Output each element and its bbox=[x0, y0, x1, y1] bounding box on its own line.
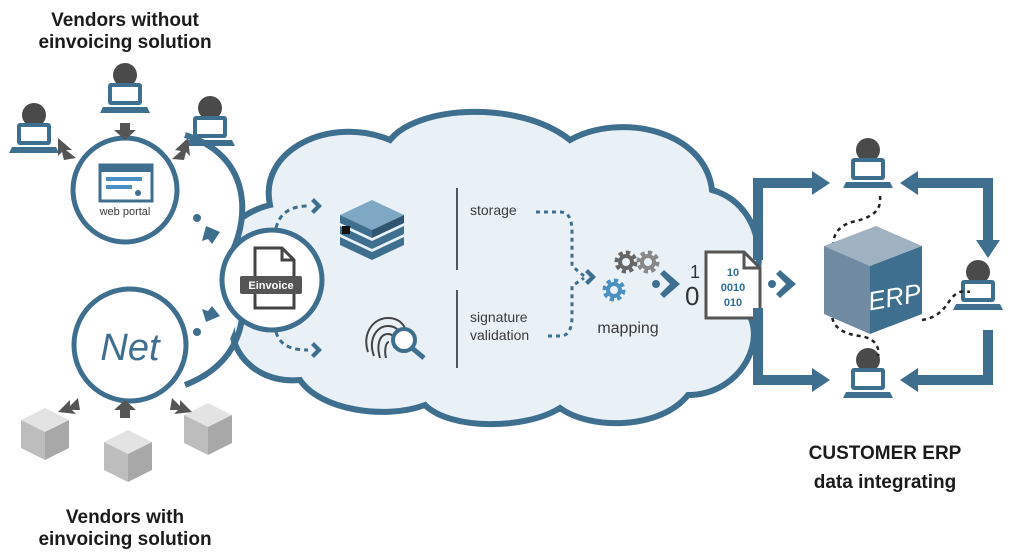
erp-computer-user-icon-right bbox=[953, 260, 1003, 310]
vendors-with-line2: einvoicing solution bbox=[38, 529, 212, 551]
binary-row-1: 10 bbox=[727, 267, 739, 279]
vendor-package-box-icon-left bbox=[21, 408, 69, 460]
mapping-to-binary-arrow-icon bbox=[652, 270, 680, 298]
vendor-arrow-icons-top bbox=[58, 123, 190, 160]
einvoice-label: Einvoice bbox=[248, 280, 293, 292]
erp-link-bottom bbox=[830, 309, 880, 357]
binary-one-label: 1 bbox=[690, 262, 700, 282]
vendor-package-box-icon-right bbox=[184, 403, 232, 455]
web-portal-node: web portal bbox=[70, 135, 180, 245]
vendors-without-line1: Vendors without bbox=[51, 10, 199, 31]
fingerprint-search-icon bbox=[365, 316, 426, 360]
storage-connector bbox=[536, 210, 585, 278]
database-stack-icon bbox=[340, 200, 404, 260]
vendor-computer-user-icon-top bbox=[100, 63, 150, 113]
net-node: Net bbox=[71, 286, 189, 404]
binary-file-icon: 1 0 10 0010 010 bbox=[685, 250, 762, 320]
vendors-without-heading: Vendors without einvoicing solution bbox=[0, 10, 250, 55]
erp-computer-user-icon-bottom bbox=[843, 348, 893, 398]
erp-frame-arrowheads bbox=[812, 171, 1000, 392]
vendor-arrow-icons-bottom bbox=[58, 398, 192, 418]
vendor-computer-user-icon-left bbox=[9, 103, 59, 153]
customer-erp-heading: CUSTOMER ERP data integrating bbox=[770, 440, 1000, 497]
erp-link-top bbox=[832, 195, 882, 247]
einvoice-to-signature-dashed-arrow bbox=[274, 331, 309, 352]
vendors-with-heading: Vendors with einvoicing solution bbox=[0, 507, 250, 552]
signature-connector bbox=[548, 276, 585, 338]
vendor-package-box-icon-middle bbox=[104, 430, 152, 482]
erp-computer-user-icon-top bbox=[843, 138, 893, 188]
erp-cube-icon: ERP bbox=[824, 226, 924, 334]
customer-erp-line1: CUSTOMER ERP bbox=[808, 443, 962, 464]
einvoice-to-storage-dashed-arrow bbox=[274, 204, 309, 229]
cloud-shape bbox=[212, 108, 762, 428]
binary-row-3: 010 bbox=[724, 297, 742, 309]
einvoice-node: Einvoice bbox=[219, 227, 325, 333]
signature-label: signature bbox=[470, 309, 528, 325]
validation-label: validation bbox=[470, 327, 529, 343]
vendors-without-line2: einvoicing solution bbox=[38, 32, 212, 54]
vendors-with-line1: Vendors with bbox=[65, 507, 185, 528]
net-to-einvoice-arrow-icon bbox=[193, 306, 220, 336]
mapping-label: mapping bbox=[597, 320, 658, 337]
web-portal-icon bbox=[98, 163, 154, 203]
binary-to-erp-arrow-icon bbox=[768, 270, 796, 298]
binary-zero-label: 0 bbox=[685, 281, 699, 311]
erp-link-right bbox=[921, 290, 971, 322]
net-label: Net bbox=[100, 327, 161, 369]
binary-row-2: 0010 bbox=[721, 282, 745, 294]
portal-to-einvoice-arrow-icon bbox=[193, 214, 220, 244]
web-portal-label: web portal bbox=[99, 206, 151, 218]
storage-label: storage bbox=[470, 202, 517, 218]
customer-erp-line2: data integrating bbox=[813, 471, 957, 493]
erp-frame bbox=[753, 178, 993, 385]
